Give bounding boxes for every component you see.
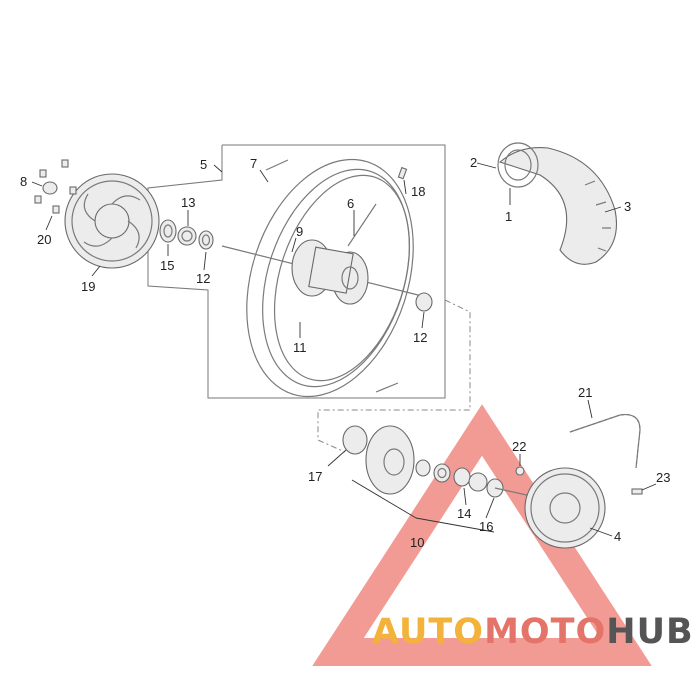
callout-10: 10 (410, 535, 424, 550)
wheel-rim (246, 158, 414, 398)
callout-15: 15 (160, 258, 174, 273)
callout-3: 3 (624, 199, 631, 214)
callout-5: 5 (200, 157, 207, 172)
wheel-assembly-frame (147, 144, 471, 453)
callout-9: 9 (296, 224, 303, 239)
callout-14: 14 (457, 506, 471, 521)
callout-6: 6 (347, 196, 354, 211)
leader-lines (31, 162, 657, 537)
callout-7: 7 (250, 156, 257, 171)
sprocket-carrier (342, 425, 415, 495)
disc-bolts (34, 159, 77, 214)
callout-23: 23 (656, 470, 670, 485)
brake-disc (64, 173, 160, 269)
callout-21: 21 (578, 385, 592, 400)
carrier-bearings (415, 459, 541, 499)
rear-sprocket (524, 467, 606, 549)
callout-19: 19 (81, 279, 95, 294)
watermark-text-moto: MOTO (484, 612, 607, 652)
tyre (497, 142, 617, 265)
right-bearing (415, 292, 433, 312)
callout-4: 4 (614, 529, 621, 544)
callout-12-left: 12 (196, 271, 210, 286)
watermark-text-auto: AUTO (372, 612, 485, 652)
callout-16: 16 (479, 519, 493, 534)
callout-8: 8 (20, 174, 27, 189)
callout-2: 2 (470, 155, 477, 170)
callout-22: 22 (512, 439, 526, 454)
drive-chain (569, 413, 641, 469)
valve-stem (347, 166, 408, 247)
callout-12-right: 12 (413, 330, 427, 345)
callout-20: 20 (37, 232, 51, 247)
left-spacers (159, 219, 214, 250)
callout-11: 11 (293, 340, 307, 355)
wheel-hub (291, 239, 369, 305)
callout-17: 17 (308, 469, 322, 484)
sprocket-nut (515, 466, 525, 476)
watermark-logo-text: AUTOMOTOHUB (372, 612, 694, 652)
callout-1: 1 (505, 209, 512, 224)
callout-13: 13 (181, 195, 195, 210)
sprocket-bolt (631, 488, 643, 495)
callout-18: 18 (411, 184, 425, 199)
watermark-text-hub: HUB (606, 612, 694, 652)
